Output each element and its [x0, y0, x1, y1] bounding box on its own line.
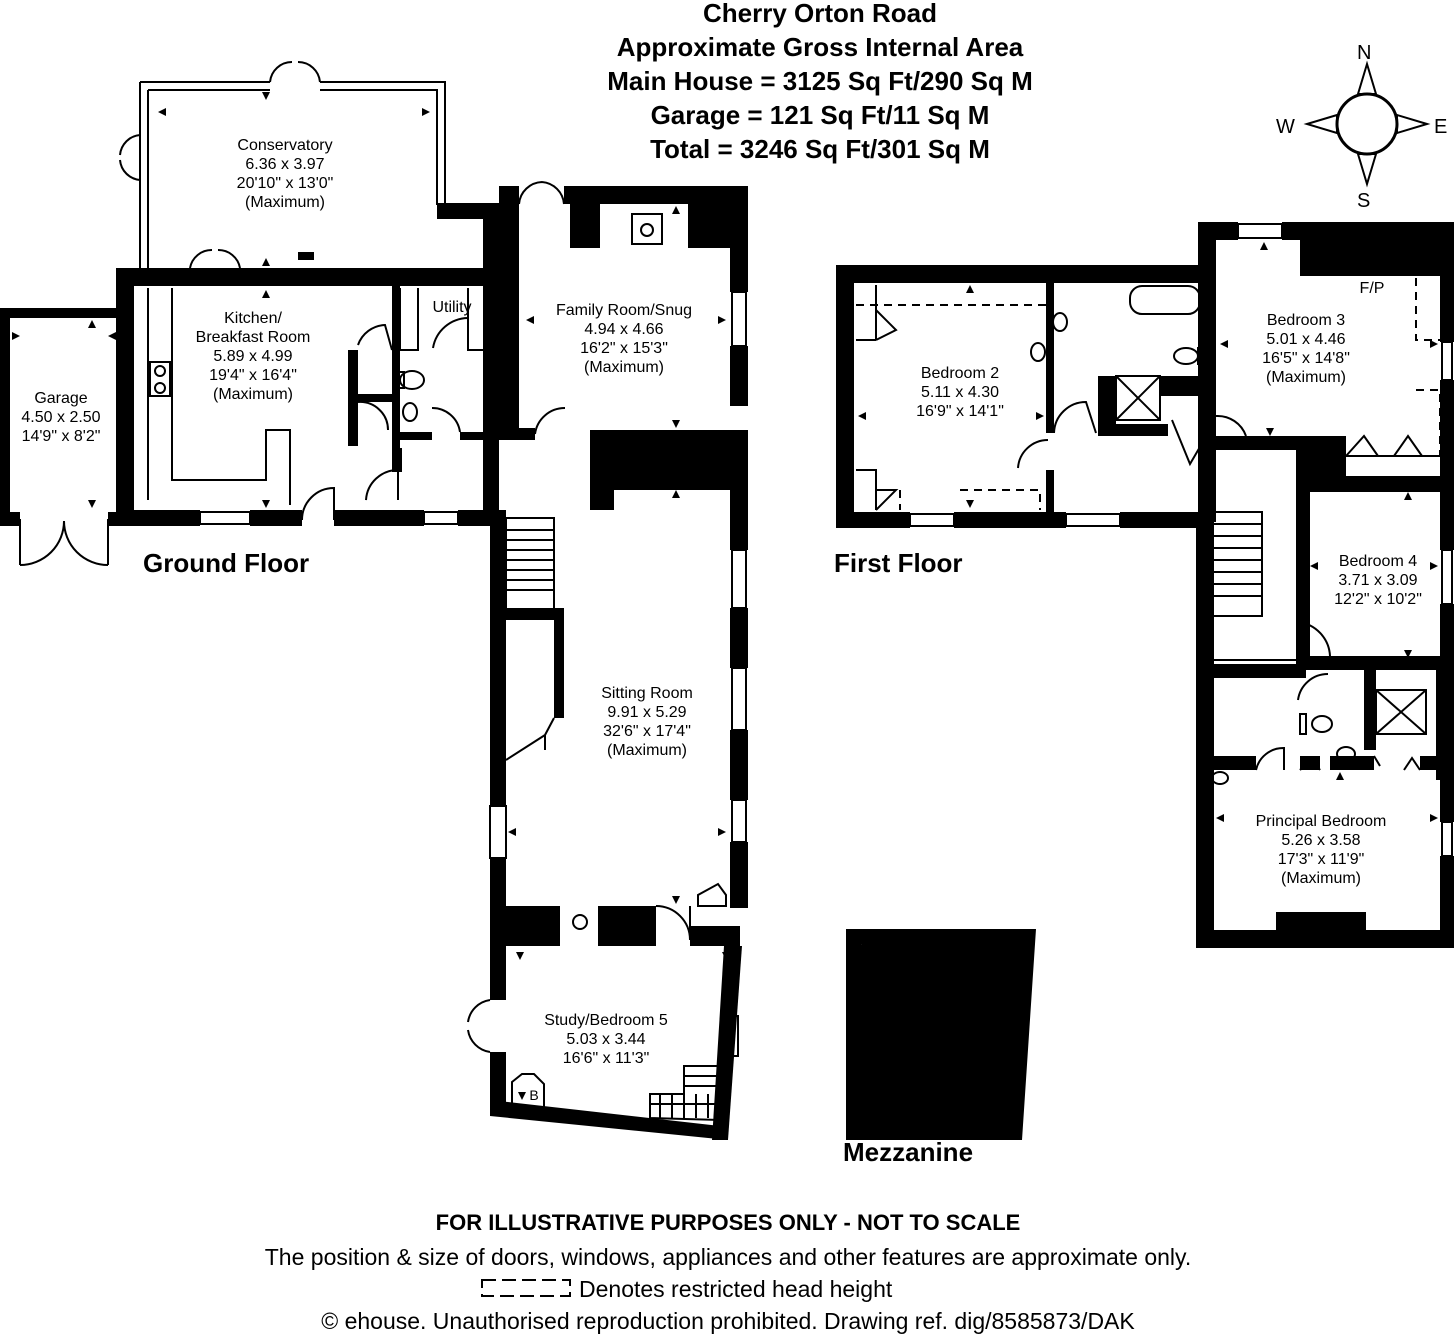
compass-south-label: S [1357, 190, 1371, 212]
mezzanine-label: Mezzanine [843, 1137, 974, 1167]
room-bedroom-4: Bedroom 4 3.71 x 3.09 12'2" x 10'2" [1308, 552, 1448, 609]
fireplace-label: F/P [1359, 280, 1385, 297]
room-name: Bedroom 3 [1266, 312, 1346, 329]
room-imperial: 19'4" x 16'4" [209, 367, 297, 384]
area-total: Total = 3246 Sq Ft/301 Sq M [650, 134, 990, 164]
legend-text: Denotes restricted head height [579, 1276, 893, 1302]
room-imperial: 32'6" x 17'4" [603, 723, 691, 740]
room-name: Family Room/Snug [555, 302, 693, 319]
room-note: (Maximum) [1281, 870, 1361, 887]
compass-west-label: W [1276, 116, 1295, 138]
disclaimer-heading: FOR ILLUSTRATIVE PURPOSES ONLY - NOT TO … [435, 1210, 1021, 1235]
plan-title: Cherry Orton Road [702, 0, 938, 28]
room-name: Principal Bedroom [1255, 813, 1387, 830]
first-floor-label: First Floor [834, 548, 963, 578]
room-name: Conservatory [237, 137, 333, 154]
room-name: Utility [432, 299, 472, 316]
room-name: Bedroom 4 [1338, 553, 1418, 570]
room-name: Garage [34, 390, 88, 407]
room-name: Kitchen/ [224, 310, 282, 327]
room-name: Study/Bedroom 5 [544, 1012, 668, 1029]
room-metric: 6.36 x 3.97 [245, 156, 325, 173]
room-metric: 5.89 x 4.99 [213, 348, 293, 365]
compass-north-label: N [1357, 42, 1372, 64]
room-bedroom-3: Bedroom 3 5.01 x 4.46 16'5" x 14'8" (Max… [1226, 311, 1386, 387]
ground-floor-label: Ground Floor [143, 548, 310, 578]
room-metric: 5.11 x 4.30 [921, 384, 999, 401]
room-imperial: 12'0" x 12'0" [894, 984, 982, 1001]
room-sitting: Sitting Room 9.91 x 5.29 32'6" x 17'4" (… [567, 684, 727, 760]
room-utility: Utility [424, 298, 480, 317]
mezzanine-plan [846, 929, 1036, 1140]
room-metric: 5.01 x 4.46 [1266, 331, 1346, 348]
room-kitchen: Kitchen/ Breakfast Room 5.89 x 4.99 19'4… [168, 309, 338, 404]
room-imperial: 20'10" x 13'0" [236, 175, 334, 192]
first-floor-plan [836, 222, 1454, 948]
copyright-text: © ehouse. Unauthorised reproduction proh… [321, 1308, 1135, 1334]
room-metric: 9.91 x 5.29 [607, 704, 687, 721]
room-metric: 5.03 x 3.44 [566, 1031, 646, 1048]
room-study: Study/Bedroom 5 5.03 x 3.44 16'6" x 11'3… [526, 1011, 686, 1068]
room-note: (Maximum) [898, 1003, 978, 1020]
room-principal-bedroom: Principal Bedroom 5.26 x 3.58 17'3" x 11… [1236, 812, 1406, 888]
room-note: (Maximum) [607, 742, 687, 759]
boiler-label: B [529, 1087, 539, 1103]
room-name: Bedroom 2 [920, 365, 1000, 382]
disclaimer-text: The position & size of doors, windows, a… [264, 1244, 1192, 1270]
restricted-head-height-legend-icon [481, 1279, 571, 1297]
room-imperial: 16'5" x 14'8" [1262, 350, 1350, 367]
ground-floor-plan [0, 60, 748, 1140]
room-note: (Maximum) [1266, 369, 1346, 386]
room-name-line2: Breakfast Room [195, 329, 311, 346]
room-name: Sitting Room [601, 685, 693, 702]
room-metric: 3.67 x 3.65 [898, 965, 978, 982]
room-imperial: 17'3" x 11'9" [1277, 851, 1365, 868]
room-note: (Maximum) [213, 386, 293, 403]
room-note: (Maximum) [245, 194, 325, 211]
room-imperial: 16'9" x 14'1" [916, 403, 1004, 420]
room-metric: 5.26 x 3.58 [1281, 832, 1361, 849]
room-imperial: 16'2" x 15'3" [580, 340, 668, 357]
room-garage: Garage 4.50 x 2.50 14'9" x 8'2" [8, 389, 114, 446]
room-metric: 4.50 x 2.50 [21, 409, 101, 426]
room-metric: 4.94 x 4.66 [584, 321, 664, 338]
area-main-house: Main House = 3125 Sq Ft/290 Sq M [607, 66, 1033, 96]
compass-east-label: E [1434, 116, 1448, 138]
orientation-markers [12, 92, 1438, 1104]
room-metric: 3.71 x 3.09 [1338, 572, 1418, 589]
room-imperial: 14'9" x 8'2" [21, 428, 101, 445]
room-mezzanine: 3.67 x 3.65 12'0" x 12'0" (Maximum) [868, 964, 1008, 1021]
area-garage: Garage = 121 Sq Ft/11 Sq M [650, 100, 990, 130]
compass-icon [1303, 60, 1431, 188]
room-family: Family Room/Snug 4.94 x 4.66 16'2" x 15'… [534, 301, 714, 377]
room-imperial: 16'6" x 11'3" [562, 1050, 650, 1067]
area-heading: Approximate Gross Internal Area [616, 32, 1024, 62]
room-conservatory: Conservatory 6.36 x 3.97 20'10" x 13'0" … [200, 136, 370, 212]
room-bedroom-2: Bedroom 2 5.11 x 4.30 16'9" x 14'1" [880, 364, 1040, 421]
room-imperial: 12'2" x 10'2" [1334, 591, 1422, 608]
room-note: (Maximum) [584, 359, 664, 376]
